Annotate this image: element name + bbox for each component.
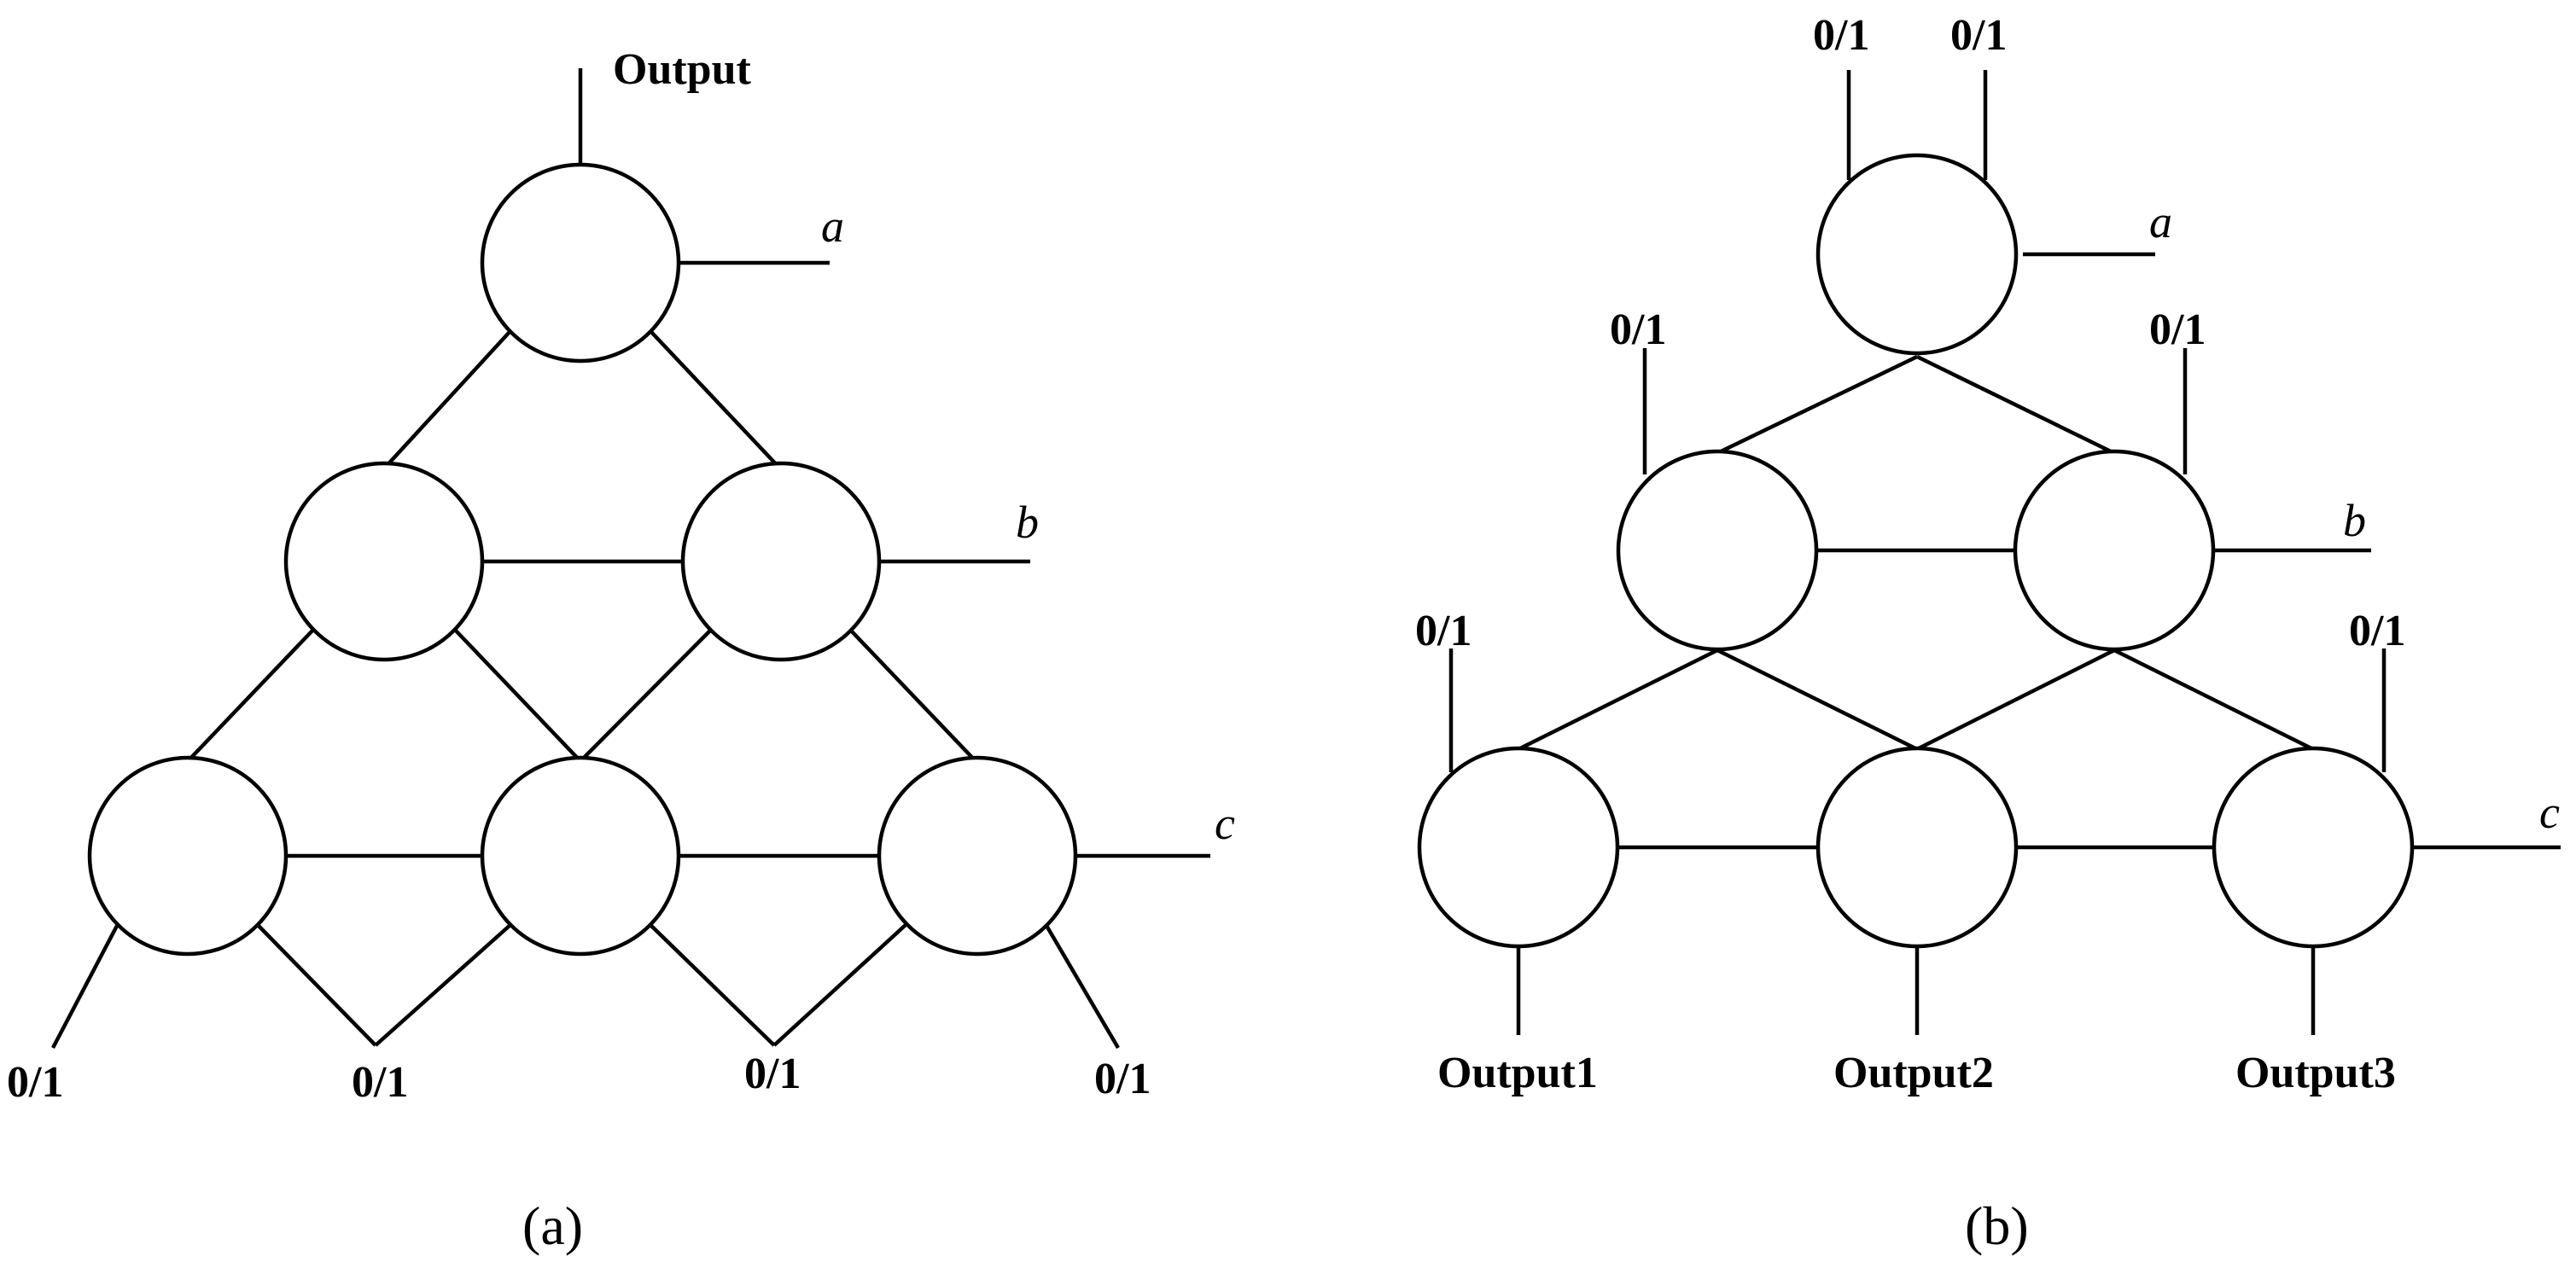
input-b-label: b	[1016, 497, 1039, 548]
edge-b-midright-bottommid	[1915, 648, 2116, 752]
input-b-label: b	[2343, 495, 2366, 546]
node-b-top	[1815, 153, 2019, 356]
node-a-bottom-right	[877, 755, 1078, 957]
output-label: Output	[613, 45, 752, 94]
bit-label: 0/1	[1094, 1055, 1151, 1103]
bit-label: 0/1	[744, 1050, 801, 1098]
edge-b-midleft-bottomleft	[1517, 648, 1719, 752]
node-b-bottom-left	[1417, 746, 1620, 949]
node-a-bottom-mid	[480, 755, 681, 957]
bit-label: 0/1	[2349, 607, 2405, 655]
edge-a-bit3-left	[648, 922, 776, 1047]
edge-a-top-left	[383, 330, 511, 469]
node-a-top	[480, 162, 681, 364]
edge-b-midleft-bottommid	[1716, 648, 1918, 752]
edge-a-bit2-right	[374, 922, 513, 1047]
input-c-label: c	[2539, 787, 2560, 838]
input-c-label: c	[1215, 798, 1235, 849]
edge-a-bit1	[51, 922, 119, 1050]
edge-a-midleft-bottommid	[454, 629, 582, 763]
output-label: Output3	[2235, 1049, 2396, 1097]
edge-a-midright-bottomright	[849, 629, 977, 763]
edge-a-midright-bottommid	[579, 629, 712, 763]
output-label: Output1	[1437, 1049, 1598, 1097]
edge-b-midright-bottomright	[2113, 648, 2315, 752]
bit-label: 0/1	[2149, 305, 2206, 354]
node-b-bottom-mid	[1815, 746, 2019, 949]
edge-a-bit4	[1044, 922, 1120, 1050]
diagram-a: Output a b c 0/1 0/1 0/1 0/1 (a)	[7, 45, 1235, 1256]
bit-label: 0/1	[1610, 305, 1666, 354]
node-a-mid-right	[680, 461, 882, 662]
node-b-mid-right	[2013, 449, 2216, 652]
input-a-label: a	[821, 201, 844, 252]
bit-label: 0/1	[352, 1058, 408, 1107]
edge-a-top-right	[650, 330, 781, 469]
edge-b-top-right	[1916, 354, 2115, 456]
edge-a-midleft-bottomleft	[186, 629, 314, 763]
input-a-label: a	[2149, 196, 2172, 247]
bit-label: 0/1	[7, 1058, 63, 1107]
edge-a-bit2-left	[255, 922, 377, 1047]
node-b-mid-left	[1616, 449, 1819, 652]
caption-a: (a)	[522, 1195, 583, 1256]
diagram-b: 0/1 0/1 a 0/1 0/1 b 0/1 0/1 c Output1 Ou…	[1415, 11, 2561, 1256]
node-a-bottom-left	[87, 755, 288, 957]
node-b-bottom-right	[2212, 746, 2415, 949]
edge-a-bit3-right	[772, 922, 908, 1047]
edge-b-top-left	[1716, 354, 1918, 456]
output-label: Output2	[1833, 1049, 1994, 1097]
bit-label: 0/1	[1950, 11, 2007, 60]
node-a-mid-left	[283, 461, 485, 662]
caption-b: (b)	[1965, 1195, 2029, 1256]
bit-label: 0/1	[1813, 11, 1869, 60]
bit-label: 0/1	[1415, 607, 1472, 655]
